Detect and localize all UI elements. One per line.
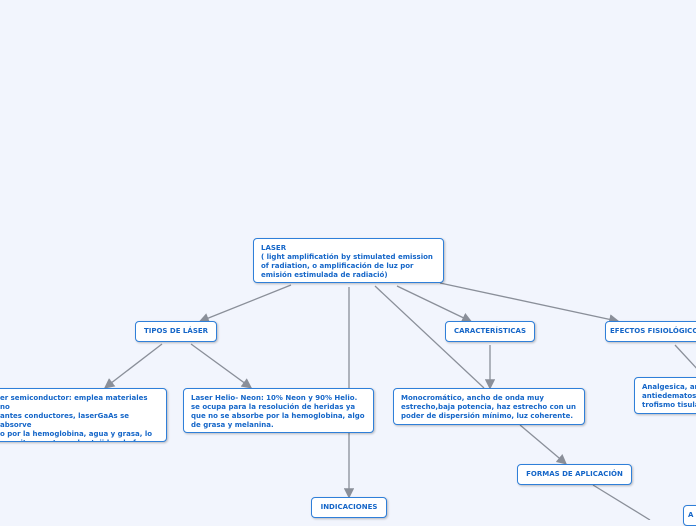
node-indicaciones[interactable]: INDICACIONES (311, 497, 387, 518)
node-analgesica[interactable]: Analgesica, an antiedematos trofismo tis… (634, 377, 696, 414)
node-a[interactable]: A (683, 505, 696, 526)
node-formas-de-aplicacion[interactable]: FORMAS DE APLICACIÓN (517, 464, 632, 485)
edge-tipos-semiconductor (103, 343, 163, 389)
node-laser-helio-neon[interactable]: Laser Helio- Neon: 10% Neon y 90% Helio.… (183, 388, 374, 433)
node-efectos-fisiologicos[interactable]: EFECTOS FISIOLÓGICOS (605, 321, 696, 342)
edge-laser-tipos (198, 284, 292, 323)
edge-laser-caracteristicas (396, 285, 473, 323)
node-monocromatico[interactable]: Monocromático, ancho de onda muy estrech… (393, 388, 585, 425)
edge-formas-a (592, 484, 651, 520)
edge-laser-monocromatico (374, 285, 485, 389)
edge-laser-efectos (439, 282, 620, 325)
node-laser[interactable]: LASER ( light amplificatión by stimulate… (253, 238, 444, 283)
node-caracteristicas[interactable]: CARACTERÍSTICAS (445, 321, 535, 342)
edge-tipos-helio (190, 343, 253, 389)
edge-monocromatico-formas (519, 424, 567, 465)
node-tipos-de-laser[interactable]: TIPOS DE LÁSER (135, 321, 217, 342)
node-laser-semiconductor[interactable]: er semiconductor: emplea materiales no a… (0, 388, 167, 442)
edge-efectos-analgesica (674, 344, 696, 369)
